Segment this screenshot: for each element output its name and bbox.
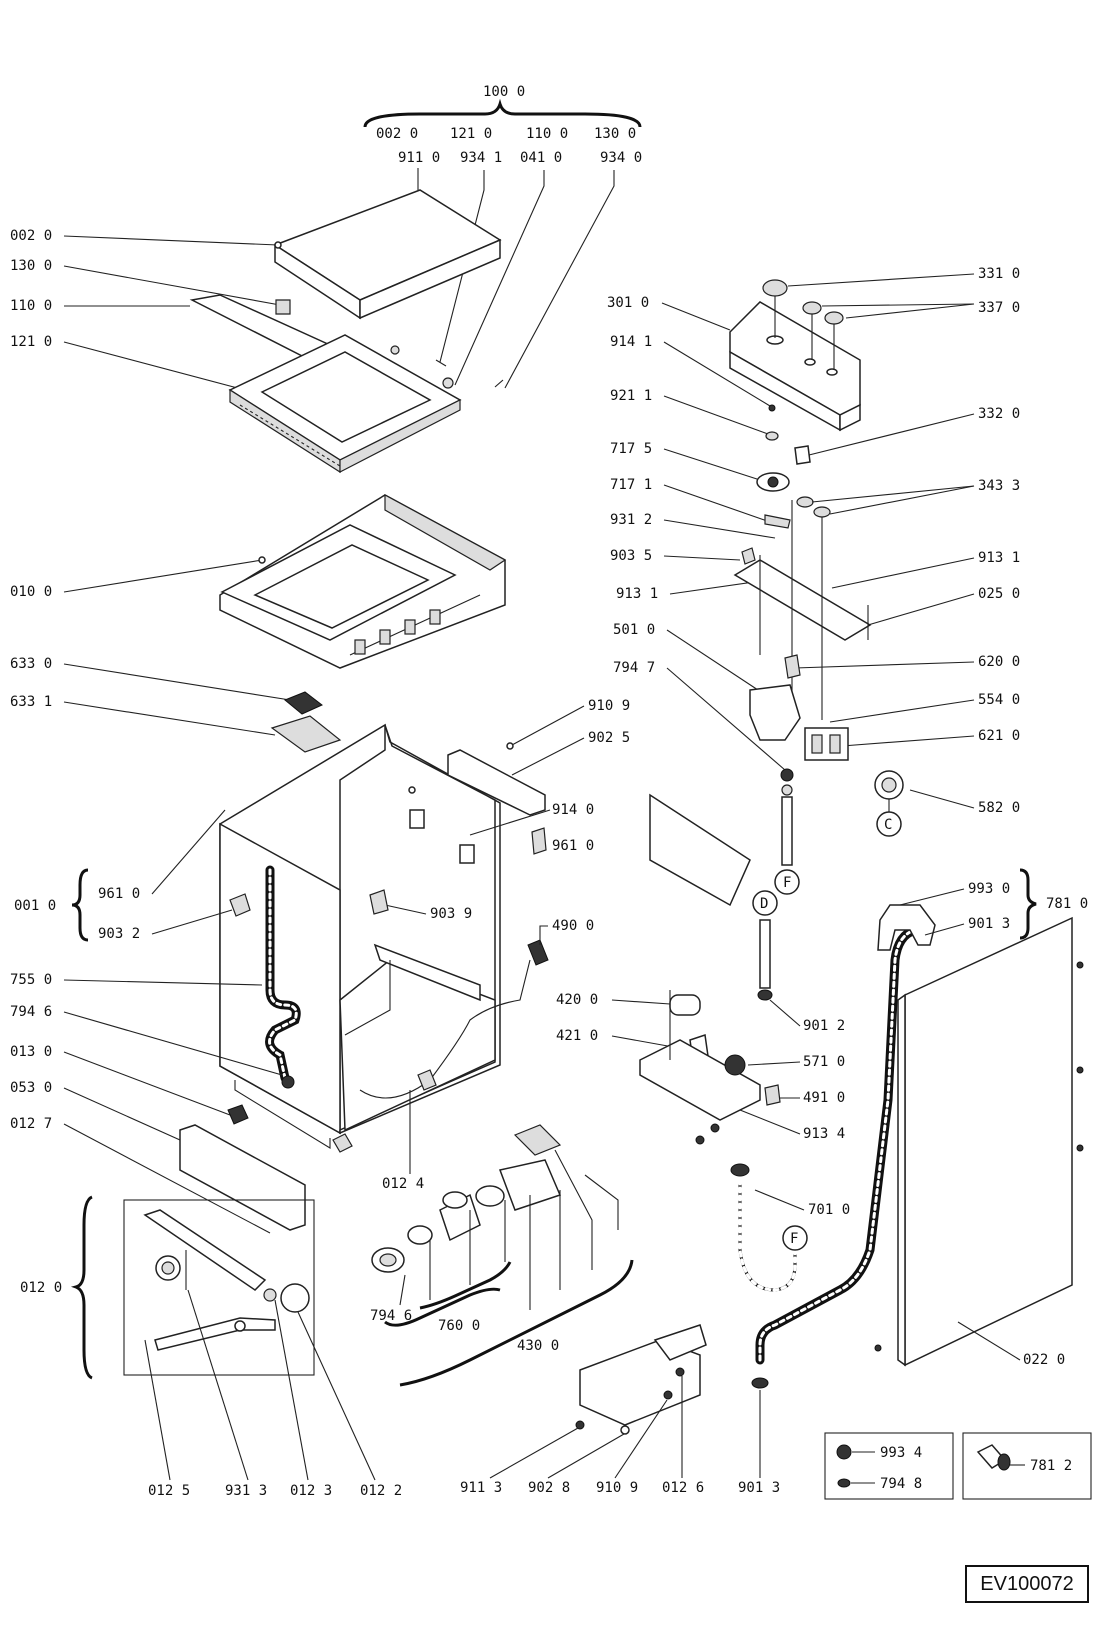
label-5010: 501 0	[613, 622, 655, 638]
label-9141: 914 1	[610, 334, 652, 350]
label-7600: 760 0	[438, 1318, 480, 1334]
label-4910: 491 0	[803, 1090, 845, 1106]
label-4300: 430 0	[517, 1338, 559, 1354]
label-0010: 001 0	[14, 898, 56, 914]
drawing-code: EV100072	[980, 1572, 1074, 1595]
label-9028: 902 8	[528, 1480, 570, 1496]
drawing-code-box: EV100072	[965, 1565, 1089, 1603]
accessory-box-right	[962, 1432, 1092, 1500]
label-0020: 002 0	[10, 228, 52, 244]
cabinet-part	[219, 723, 501, 1153]
marker-c: C	[884, 817, 892, 833]
label-9113: 911 3	[460, 1480, 502, 1496]
label-9313: 931 3	[225, 1483, 267, 1499]
label-0100: 010 0	[10, 584, 52, 600]
marker-d: D	[760, 896, 768, 912]
label-9025: 902 5	[588, 730, 630, 746]
label-5540: 554 0	[978, 692, 1020, 708]
accessory-box-left	[824, 1432, 954, 1500]
side-panel-part	[897, 916, 1073, 1367]
pump-group	[371, 1124, 562, 1273]
label-9610-left: 961 0	[98, 886, 140, 902]
label-9110: 911 0	[398, 150, 440, 166]
tub-part	[219, 493, 507, 669]
label-6210: 621 0	[978, 728, 1020, 744]
label-5820: 582 0	[978, 800, 1020, 816]
label-7948: 794 8	[880, 1476, 922, 1492]
label-0410: 041 0	[520, 150, 562, 166]
label-4210: 421 0	[556, 1028, 598, 1044]
label-7812: 781 2	[1030, 1458, 1072, 1474]
label-1300: 130 0	[10, 258, 52, 274]
label-0125: 012 5	[148, 1483, 190, 1499]
label-0530: 053 0	[10, 1080, 52, 1096]
label-1210-top: 121 0	[450, 126, 492, 142]
label-7946a: 794 6	[10, 1004, 52, 1020]
label-1000: 100 0	[483, 84, 525, 100]
label-0122: 012 2	[360, 1483, 402, 1499]
label-1100: 110 0	[10, 298, 52, 314]
frame-part	[228, 334, 462, 474]
label-1210: 121 0	[10, 334, 52, 350]
label-9032: 903 2	[98, 926, 140, 942]
label-0250: 025 0	[978, 586, 1020, 602]
label-6331: 633 1	[10, 694, 52, 710]
label-0120: 012 0	[20, 1280, 62, 1296]
dispenser-part	[749, 684, 801, 741]
label-1100-top: 110 0	[526, 126, 568, 142]
label-9109b: 910 9	[596, 1480, 638, 1496]
label-3370: 337 0	[978, 300, 1020, 316]
label-1300-top: 130 0	[594, 126, 636, 142]
chassis-part	[733, 559, 872, 641]
label-3320: 332 0	[978, 406, 1020, 422]
lid-part	[273, 189, 502, 320]
label-9930: 993 0	[968, 881, 1010, 897]
group-brace-top	[363, 98, 642, 128]
label-5710: 571 0	[803, 1054, 845, 1070]
label-9109: 910 9	[588, 698, 630, 714]
label-0127: 012 7	[10, 1116, 52, 1132]
pressure-switch-bracket	[639, 1039, 761, 1121]
label-0123: 012 3	[290, 1483, 332, 1499]
label-7946b: 794 6	[370, 1308, 412, 1324]
label-0130: 013 0	[10, 1044, 52, 1060]
label-3010: 301 0	[607, 295, 649, 311]
label-3433: 343 3	[978, 478, 1020, 494]
label-0020-top: 002 0	[376, 126, 418, 142]
label-7175: 717 5	[610, 441, 652, 457]
label-9131b: 913 1	[978, 550, 1020, 566]
marker-f-top: F	[783, 875, 791, 891]
marker-f-bottom: F	[790, 1231, 798, 1247]
label-4200: 420 0	[556, 992, 598, 1008]
label-9140: 914 0	[552, 802, 594, 818]
label-9134: 913 4	[803, 1126, 845, 1142]
label-6330: 633 0	[10, 656, 52, 672]
door-latch-box	[123, 1199, 315, 1376]
control-panel-part	[729, 301, 861, 432]
label-9312: 931 2	[610, 512, 652, 528]
label-9340: 934 0	[600, 150, 642, 166]
label-9610-right: 961 0	[552, 838, 594, 854]
label-9035: 903 5	[610, 548, 652, 564]
label-9341: 934 1	[460, 150, 502, 166]
label-4900: 490 0	[552, 918, 594, 934]
label-9131a: 913 1	[616, 586, 658, 602]
label-9013b: 901 3	[738, 1480, 780, 1496]
label-6200: 620 0	[978, 654, 1020, 670]
label-3310: 331 0	[978, 266, 1020, 282]
label-0220: 022 0	[1023, 1352, 1065, 1368]
label-7947: 794 7	[613, 660, 655, 676]
label-9211: 921 1	[610, 388, 652, 404]
label-0124: 012 4	[382, 1176, 424, 1192]
label-7810: 781 0	[1046, 896, 1088, 912]
label-9012: 901 2	[803, 1018, 845, 1034]
label-7550: 755 0	[10, 972, 52, 988]
label-7171: 717 1	[610, 477, 652, 493]
label-9039: 903 9	[430, 906, 472, 922]
label-9013a: 901 3	[968, 916, 1010, 932]
label-7010: 701 0	[808, 1202, 850, 1218]
label-9934: 993 4	[880, 1445, 922, 1461]
label-0126: 012 6	[662, 1480, 704, 1496]
